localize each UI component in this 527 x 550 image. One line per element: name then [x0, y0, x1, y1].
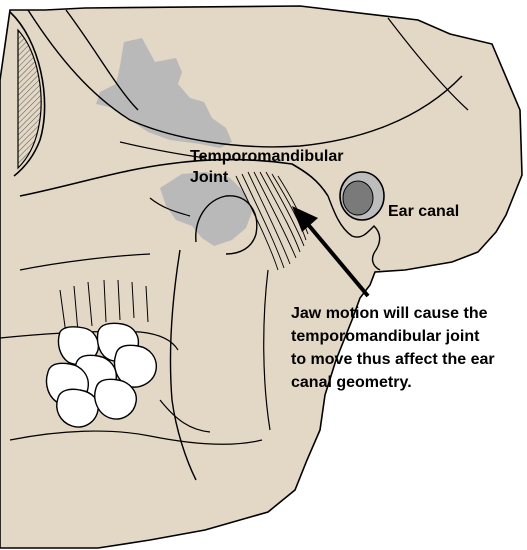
explanatory-note: Jaw motion will cause the temporomandibu… — [291, 302, 495, 394]
skull-bone — [0, 6, 522, 548]
joint-label-line-1: Temporomandibular — [190, 146, 344, 167]
note-line-2: temporomandibular joint — [291, 325, 495, 348]
joint-label-line-2: Joint — [190, 167, 344, 188]
ear-canal-label: Ear canal — [388, 201, 459, 222]
note-line-3: to move thus affect the ear — [291, 348, 495, 371]
ear-canal-inner — [343, 181, 373, 215]
joint-label: Temporomandibular Joint — [190, 146, 344, 188]
note-line-4: canal geometry. — [291, 371, 495, 394]
note-line-1: Jaw motion will cause the — [291, 302, 495, 325]
